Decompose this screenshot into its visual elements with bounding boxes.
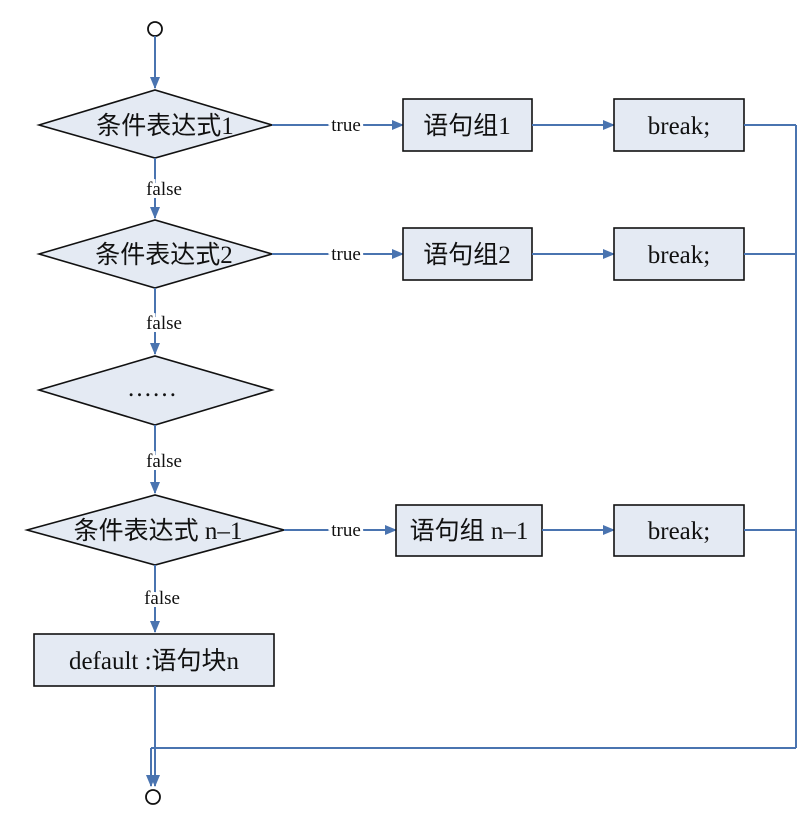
break-label-1: break;: [648, 113, 710, 140]
true-label-n-1: true: [331, 520, 361, 541]
start-terminal: [147, 21, 163, 37]
end-terminal: [145, 789, 161, 805]
false-label-1: false: [146, 179, 182, 200]
false-label-2: false: [146, 313, 182, 334]
condition-label-2: 条件表达式2: [95, 241, 233, 269]
condition-label-1: 条件表达式1: [96, 112, 234, 140]
break-label-2: break;: [648, 242, 710, 269]
statement-label-2: 语句组2: [423, 241, 511, 269]
statement-box-1: [402, 98, 533, 152]
false-label-3: false: [146, 451, 182, 472]
statement-label-1: 语句组1: [423, 112, 511, 140]
condition-label-ellipsis: ……: [127, 375, 177, 402]
true-label-1: true: [331, 115, 361, 136]
statement-label-n-1: 语句组 n–1: [410, 517, 529, 545]
break-label-n-1: break;: [648, 518, 710, 545]
condition-label-n-1: 条件表达式 n–1: [74, 517, 243, 545]
false-label-n-1: false: [144, 588, 180, 609]
true-label-2: true: [331, 244, 361, 265]
condition-diamond-ellipsis: [36, 355, 275, 426]
break-box-2: [613, 227, 745, 281]
default-block-label: default :语句块n: [69, 647, 240, 675]
break-box-n-1: [613, 504, 745, 557]
